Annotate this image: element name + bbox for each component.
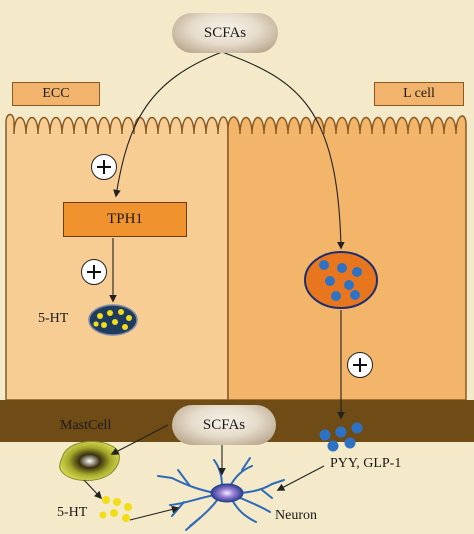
l-cell-vesicle xyxy=(304,251,378,309)
arrow-scfa-to-vesicle xyxy=(221,51,345,250)
neuron-soma xyxy=(210,483,244,503)
mast-cell xyxy=(59,441,120,481)
arrow-peptide-to-neuron xyxy=(276,465,325,491)
serotonin-cell-label: 5-HT xyxy=(38,311,69,326)
scfa-top-pill: SCFAs xyxy=(172,13,278,53)
mast-cell-label: MastCell xyxy=(60,418,112,433)
plus-circle-icon xyxy=(347,352,373,378)
plus-circle-icon xyxy=(91,154,117,180)
arrow-mast-to-serotonin xyxy=(83,479,103,500)
ecc-cell xyxy=(5,113,229,401)
neuron-label: Neuron xyxy=(275,508,317,523)
arrow-scfa-to-tph1 xyxy=(113,51,223,198)
signal-arrows xyxy=(83,51,345,521)
l-cell-label: L cell xyxy=(403,86,435,101)
scfa-bottom-pill: SCFAs xyxy=(172,405,276,445)
released-serotonin xyxy=(99,496,132,522)
serotonin-released-label: 5-HT xyxy=(57,505,88,520)
tph1-box: TPH1 xyxy=(63,202,187,237)
serotonin-granule-dots xyxy=(93,309,132,330)
l-cell-vesicle-dots xyxy=(319,260,362,301)
neuron-cell xyxy=(157,457,285,531)
ecc-tag: ECC xyxy=(12,82,100,106)
l-cell-tag: L cell xyxy=(374,82,464,106)
plus-circle-icon xyxy=(81,259,107,285)
ecc-label: ECC xyxy=(42,86,70,101)
arrow-serotonin-to-neuron xyxy=(129,505,180,521)
scfa-top-label: SCFAs xyxy=(203,24,247,41)
tph1-label: TPH1 xyxy=(107,211,143,227)
arrow-scfa-to-mast xyxy=(110,424,169,455)
released-peptides xyxy=(319,422,363,452)
peptides-label: PYY, GLP-1 xyxy=(330,456,402,471)
scfa-bottom-label: SCFAs xyxy=(202,416,246,433)
